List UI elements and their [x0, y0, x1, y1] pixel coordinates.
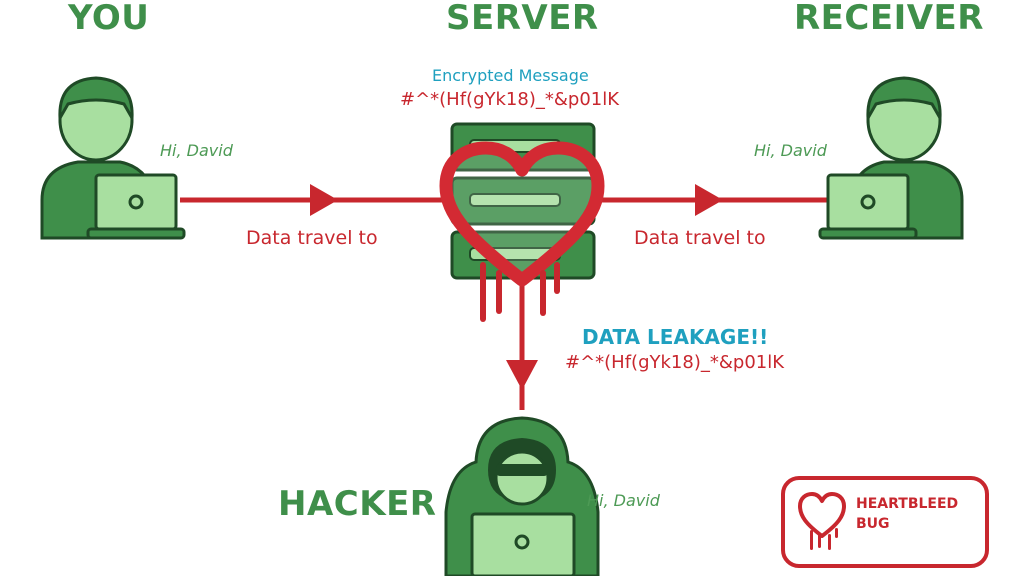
heartbleed-badge-frame — [781, 476, 989, 568]
server-label: SERVER — [446, 0, 599, 38]
heartbleed-badge: HEARTBLEED BUG — [856, 494, 958, 534]
bleeding-heart-icon — [439, 141, 605, 322]
hacker-greeting: Hi, David — [587, 491, 660, 510]
receiver-label: RECEIVER — [794, 0, 984, 38]
encrypted-message-title: Encrypted Message — [432, 66, 589, 85]
server-cipher-text: #^*(Hf(gYk18)_*&p01lK — [400, 89, 620, 110]
badge-line-2: BUG — [856, 516, 890, 532]
you-to-server-arrowhead — [310, 184, 338, 216]
flow-label-left: Data travel to — [246, 227, 378, 249]
flow-label-right: Data travel to — [634, 227, 766, 249]
server-to-hacker-arrowhead — [506, 360, 538, 390]
receiver-greeting: Hi, David — [754, 141, 827, 160]
hooded-hacker-icon — [444, 416, 600, 576]
you-greeting: Hi, David — [160, 141, 233, 160]
flow-arrows — [180, 184, 828, 410]
you-label: YOU — [68, 0, 150, 38]
receiver-person-icon — [818, 76, 964, 240]
leaked-cipher-text: #^*(Hf(gYk18)_*&p01lK — [565, 352, 785, 373]
server-to-receiver-arrowhead — [695, 184, 723, 216]
badge-line-1: HEARTBLEED — [856, 496, 959, 512]
heartbleed-logo-icon — [798, 492, 846, 538]
hacker-label: HACKER — [278, 484, 437, 524]
you-person-icon — [40, 76, 186, 240]
data-leakage-title: DATA LEAKAGE!! — [582, 325, 769, 349]
